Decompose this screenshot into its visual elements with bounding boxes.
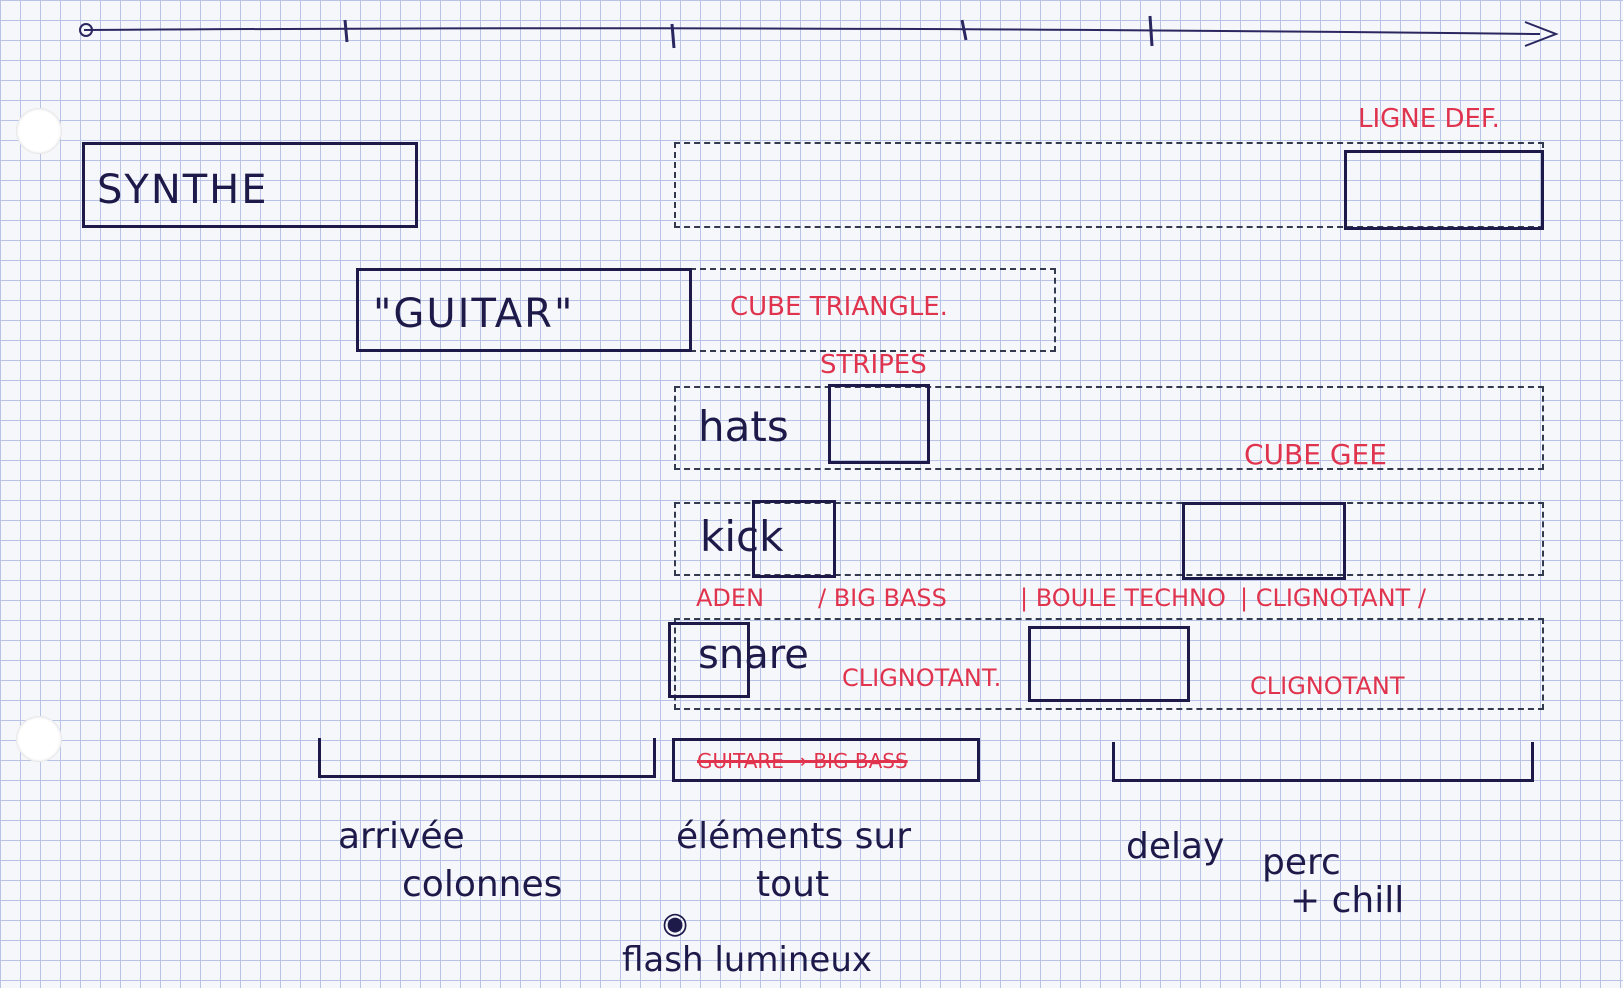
clignotant-annotation-2: CLIGNOTANT — [1250, 672, 1405, 700]
snare-label: snare — [698, 632, 809, 678]
delay-caption-line2: perc — [1262, 842, 1341, 883]
aden-annotation: ADEN — [696, 584, 765, 612]
hats-dashed-region — [674, 386, 1544, 470]
guitar-box: "GUITAR" — [356, 268, 692, 352]
elements-caption-line2: tout — [756, 864, 830, 905]
cube-gee-annotation: CUBE GEE — [1244, 438, 1387, 471]
synthe-box: SYNTHE — [82, 142, 418, 228]
hats-marker-box — [828, 384, 930, 464]
crossed-out-box: GUITARE → BIG BASS — [672, 738, 980, 782]
synthe-end-box — [1344, 150, 1544, 230]
kick-end-box — [1182, 502, 1346, 580]
big-bass-annotation: / BIG BASS — [818, 584, 947, 612]
stripes-annotation: STRIPES — [820, 350, 927, 380]
delay-caption-line3: + chill — [1290, 880, 1405, 921]
clignotant-bar-annotation: | CLIGNOTANT / — [1240, 584, 1426, 612]
flash-marker-icon: ◉ — [662, 906, 689, 941]
flash-caption: flash lumineux — [622, 940, 873, 980]
ligne-def-annotation: LIGNE DEF. — [1358, 104, 1500, 134]
snare-dashed-region — [674, 618, 1544, 710]
clignotant-annotation-1: CLIGNOTANT. — [842, 664, 1002, 692]
kick-dashed-region — [674, 502, 1544, 576]
arrivee-bracket — [318, 738, 656, 778]
cube-triangle-annotation: CUBE TRIANGLE. — [730, 292, 948, 322]
arrivee-caption-line1: arrivée — [338, 816, 465, 857]
delay-caption-line1: delay — [1126, 826, 1225, 867]
crossed-out-annotation: GUITARE → BIG BASS — [697, 749, 908, 773]
guitar-label: "GUITAR" — [373, 291, 575, 337]
synthe-label: SYNTHE — [97, 167, 269, 213]
snare-mid-box — [1028, 626, 1190, 702]
boule-techno-annotation: | BOULE TECHNO — [1020, 584, 1226, 612]
binder-hole-top — [16, 108, 62, 154]
kick-label: kick — [700, 512, 784, 561]
delay-bracket — [1112, 742, 1534, 782]
hats-label: hats — [698, 402, 789, 451]
snare-marker-box — [668, 622, 750, 698]
binder-hole-bottom — [16, 716, 62, 762]
arrivee-caption-line2: colonnes — [402, 864, 563, 905]
kick-marker-box — [752, 500, 836, 578]
elements-caption-line1: éléments sur — [676, 816, 912, 857]
